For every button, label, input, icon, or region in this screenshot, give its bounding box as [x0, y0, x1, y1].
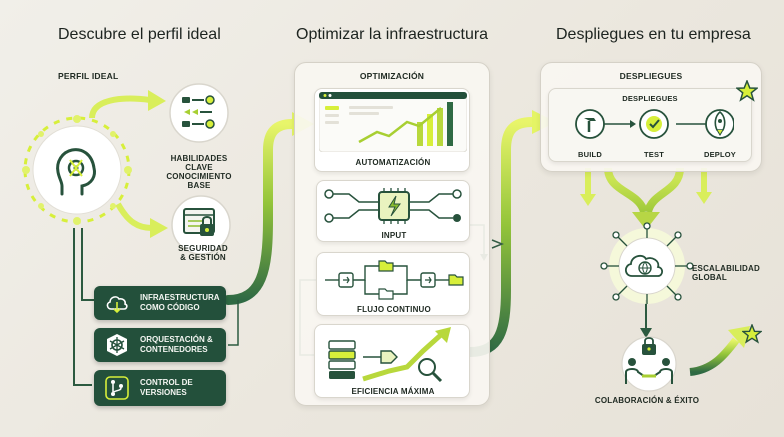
- step-label-deploy: DEPLOY: [703, 150, 737, 159]
- arrow-to-deployments: [465, 117, 537, 357]
- kubernetes-wheel-icon: [107, 334, 127, 356]
- checkmark-icon: [646, 116, 662, 132]
- card-label: ORQUESTACIÓN & CONTENEDORES: [140, 335, 213, 354]
- card-label: CONTROL DE VERSIONES: [140, 378, 193, 397]
- skills-label: HABILIDADES CLAVE: [170, 154, 228, 172]
- pipeline-flow-icon: [325, 260, 464, 300]
- max-efficiency-card: EFICIENCIA MÁXIMA: [314, 324, 470, 398]
- rocket-icon: [714, 110, 726, 136]
- heading-discover-profile: Descubre el perfil ideal: [58, 26, 221, 43]
- chip-network-icon: [324, 188, 462, 224]
- deployments-title: DESPLIEGUES: [619, 71, 683, 81]
- automation-card: AUTOMATIZACIÓN: [314, 88, 470, 172]
- git-branch-icon: [105, 376, 129, 400]
- continuous-flow-label: FLUJO CONTINUO: [357, 305, 431, 314]
- card-label: INFRAESTRUCTURA COMO CÓDIGO: [140, 293, 220, 312]
- pipeline-steps: [575, 109, 734, 139]
- head-gear-icon: [56, 148, 96, 196]
- collaboration-label: COLABORACIÓN & ÉXITO: [594, 396, 700, 405]
- star-icon: [742, 324, 762, 344]
- cloud-download-icon: [106, 296, 128, 314]
- hammer-icon: [584, 118, 596, 132]
- continuous-flow-card: FLUJO CONTINUO: [316, 252, 470, 316]
- security-label: SEGURIDAD & GESTIÓN: [178, 244, 228, 262]
- input-label: INPUT: [381, 231, 407, 240]
- deployments-inner-title: DESPLIEGUES: [622, 94, 678, 103]
- arrow-to-optimization: [223, 119, 297, 305]
- section-label-ideal-profile: PERFIL IDEAL: [58, 71, 119, 81]
- automation-label: AUTOMATIZACIÓN: [355, 158, 431, 167]
- card-orchestration-containers[interactable]: ORQUESTACIÓN & CONTENEDORES: [94, 328, 226, 362]
- optimization-title: OPTIMIZACIÓN: [359, 71, 425, 81]
- skills-circle: [169, 83, 229, 143]
- scalability-label: ESCALABILIDAD GLOBAL: [692, 264, 760, 282]
- heading-optimize-infra: Optimizar la infraestructura: [296, 26, 489, 43]
- dashboard-chart-icon: [319, 92, 467, 152]
- step-label-test: TEST: [644, 150, 664, 159]
- input-card: INPUT: [316, 180, 470, 242]
- card-version-control[interactable]: CONTROL DE VERSIONES: [94, 370, 226, 406]
- global-network-icon: [600, 222, 694, 304]
- handshake-lock-icon: [621, 336, 677, 392]
- knowledge-label: CONOCIMIENTO BASE: [166, 172, 232, 190]
- card-infrastructure-as-code[interactable]: INFRAESTRUCTURA COMO CÓDIGO: [94, 286, 226, 320]
- star-icon: [736, 80, 758, 102]
- security-circle: [171, 195, 231, 255]
- heading-deployments: Despliegues en tu empresa: [556, 26, 751, 43]
- servers-growth-icon: [328, 327, 451, 383]
- max-efficiency-label: EFICIENCIA MÁXIMA: [351, 387, 435, 396]
- step-label-build: BUILD: [578, 150, 602, 159]
- skills-flow-icon: [182, 95, 215, 129]
